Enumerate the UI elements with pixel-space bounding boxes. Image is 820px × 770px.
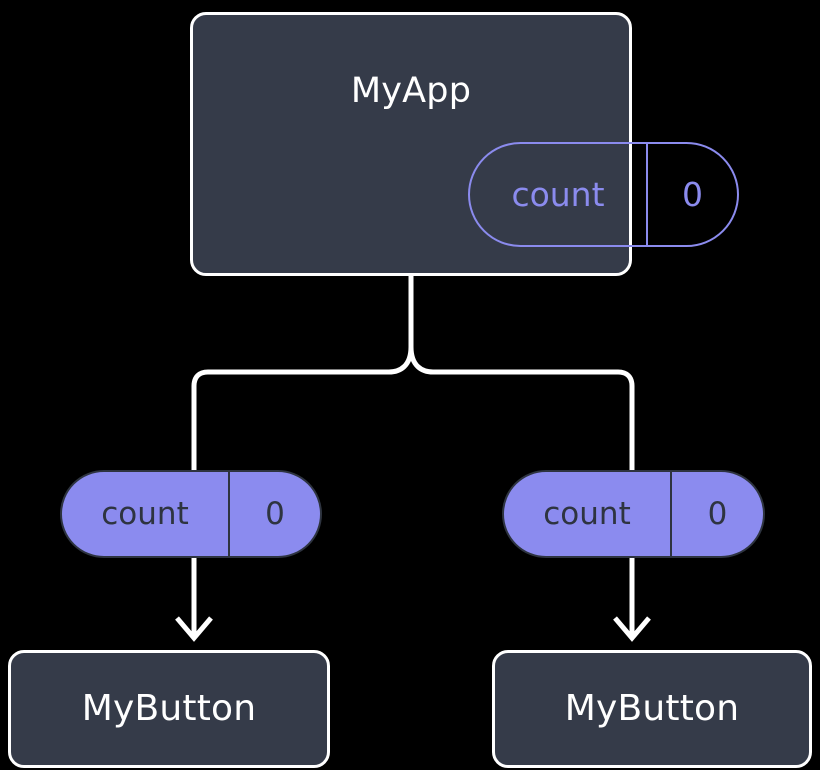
branch-right [408, 346, 635, 470]
state-pill-count-left[interactable]: count 0 [60, 470, 322, 558]
state-pill-value: 0 [682, 175, 703, 214]
state-pill-count-right[interactable]: count 0 [502, 470, 765, 558]
state-pill-count-declared[interactable]: count 0 [468, 142, 739, 247]
state-pill-key: count [62, 472, 230, 556]
down-arrow-icon-right [613, 616, 651, 642]
state-pill-key: count [470, 144, 648, 245]
component-node-mybutton-left[interactable]: MyButton [8, 650, 330, 768]
branch-left [191, 346, 414, 470]
state-pill-value: 0 [707, 496, 728, 532]
component-label-mybutton: MyButton [564, 688, 740, 729]
component-label-mybutton: MyButton [81, 688, 257, 729]
component-node-myapp[interactable]: MyApp count 0 [190, 12, 739, 276]
component-label-myapp: MyApp [350, 71, 472, 111]
state-pill-key: count [504, 472, 672, 556]
state-pill-value: 0 [265, 496, 285, 532]
component-node-mybutton-right[interactable]: MyButton [492, 650, 812, 768]
down-arrow-icon-left [175, 616, 213, 642]
